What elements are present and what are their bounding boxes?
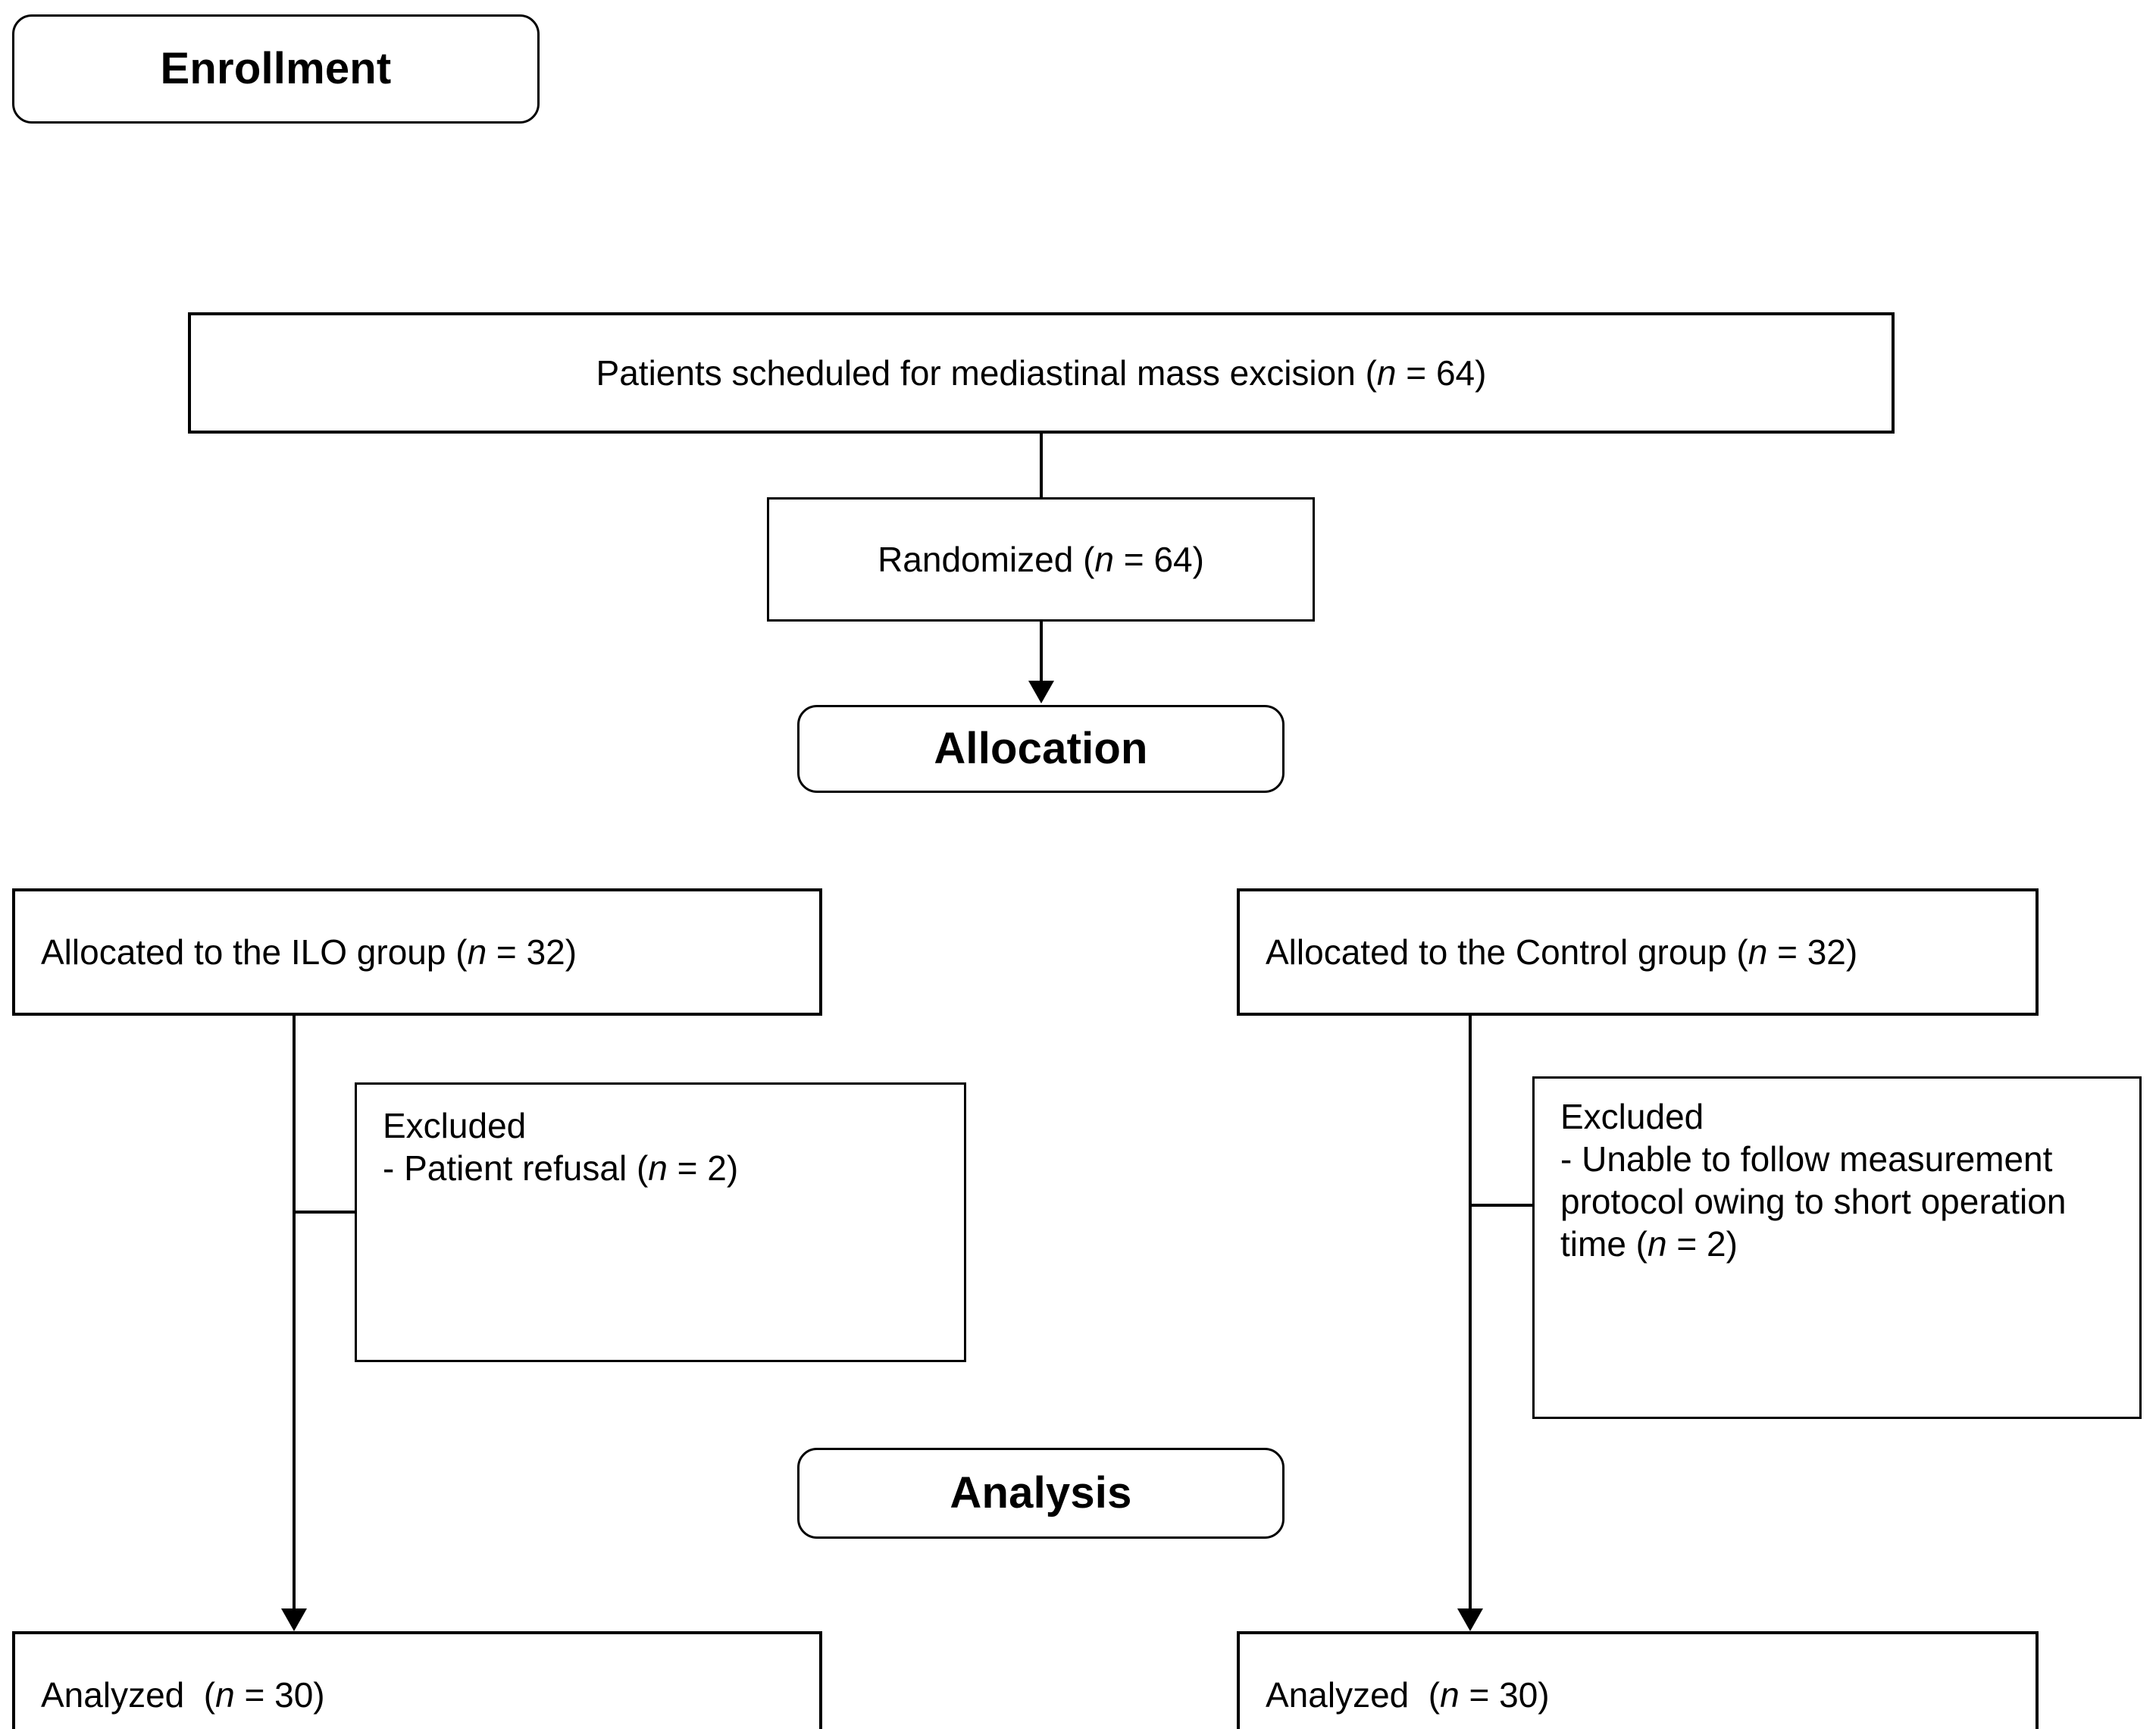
n-symbol: n: [1094, 539, 1115, 579]
node-excluded-control: Excluded- Unable to follow measurement p…: [1532, 1076, 2142, 1419]
node-analyzed-control: Analyzed (n = 30): [1237, 1631, 2039, 1729]
node-allocated-control-text-after: = 32): [1767, 932, 1858, 972]
arrowhead-randomized-to-allocation: [1028, 681, 1054, 703]
node-randomized-label: Randomized (n = 64): [769, 538, 1313, 581]
node-excluded-ilo-reason-after: = 2): [667, 1148, 739, 1189]
node-allocated-ilo-label: Allocated to the ILO group (n = 32): [15, 931, 819, 973]
n-symbol: n: [1748, 932, 1768, 972]
node-analyzed-control-text-before: Analyzed (: [1266, 1674, 1441, 1715]
node-patients-scheduled-label: Patients scheduled for mediastinal mass …: [191, 352, 1892, 394]
connector-control-to-excluded: [1469, 1204, 1532, 1207]
stage-banner-allocation: Allocation: [797, 705, 1285, 793]
node-excluded-control-reason-before: - Unable to follow measurement protocol …: [1560, 1139, 2076, 1264]
n-symbol: n: [1376, 352, 1397, 393]
node-randomized-text-after: = 64): [1114, 539, 1204, 579]
node-analyzed-control-text-after: = 30): [1459, 1674, 1550, 1715]
node-allocated-ilo-text-before: Allocated to the ILO group (: [41, 932, 468, 972]
node-excluded-control-reason-after: = 2): [1666, 1224, 1738, 1264]
node-allocated-ilo: Allocated to the ILO group (n = 32): [12, 888, 822, 1016]
n-symbol: n: [1440, 1674, 1460, 1715]
node-allocated-ilo-text-after: = 32): [487, 932, 577, 972]
node-excluded-ilo-reason-before: - Patient refusal (: [383, 1148, 649, 1189]
n-symbol: n: [215, 1674, 235, 1715]
arrowhead-ilo-to-analyzed: [281, 1608, 307, 1631]
node-analyzed-ilo-label: Analyzed (n = 30): [15, 1674, 819, 1716]
stage-banner-analysis-label: Analysis: [950, 1467, 1132, 1518]
stage-banner-analysis: Analysis: [797, 1448, 1285, 1539]
stage-banner-enrollment: Enrollment: [12, 14, 540, 124]
arrowhead-control-to-analyzed: [1457, 1608, 1483, 1631]
node-randomized-text-before: Randomized (: [878, 539, 1095, 579]
node-allocated-control-text-before: Allocated to the Control group (: [1266, 932, 1748, 972]
connector-randomized-to-allocation: [1040, 622, 1043, 684]
node-analyzed-ilo-text-after: = 30): [234, 1674, 325, 1715]
stage-banner-enrollment-label: Enrollment: [160, 43, 392, 93]
node-analyzed-control-label: Analyzed (n = 30): [1240, 1674, 2036, 1716]
node-excluded-ilo-label: Excluded- Patient refusal (n = 2): [357, 1085, 964, 1189]
node-analyzed-ilo-text-before: Analyzed (: [41, 1674, 216, 1715]
node-allocated-control-label: Allocated to the Control group (n = 32): [1240, 931, 2036, 973]
node-allocated-control: Allocated to the Control group (n = 32): [1237, 888, 2039, 1016]
connector-control-to-analyzed: [1469, 1016, 1472, 1622]
node-excluded-ilo: Excluded- Patient refusal (n = 2): [355, 1082, 966, 1362]
n-symbol: n: [648, 1148, 668, 1189]
n-symbol: n: [1648, 1224, 1667, 1264]
node-patients-scheduled-text-after: = 64): [1396, 352, 1487, 393]
node-patients-scheduled: Patients scheduled for mediastinal mass …: [188, 312, 1895, 434]
node-analyzed-ilo: Analyzed (n = 30): [12, 1631, 822, 1729]
n-symbol: n: [467, 932, 487, 972]
stage-banner-allocation-label: Allocation: [934, 723, 1148, 773]
node-patients-scheduled-text-before: Patients scheduled for mediastinal mass …: [596, 352, 1377, 393]
connector-ilo-to-analyzed: [293, 1016, 296, 1622]
node-randomized: Randomized (n = 64): [767, 497, 1315, 622]
node-excluded-control-label: Excluded- Unable to follow measurement p…: [1535, 1079, 2139, 1265]
node-excluded-ilo-heading: Excluded: [383, 1106, 527, 1145]
connector-ilo-to-excluded: [293, 1211, 355, 1214]
node-excluded-control-heading: Excluded: [1560, 1097, 1704, 1136]
connector-screened-to-randomized: [1040, 434, 1043, 499]
